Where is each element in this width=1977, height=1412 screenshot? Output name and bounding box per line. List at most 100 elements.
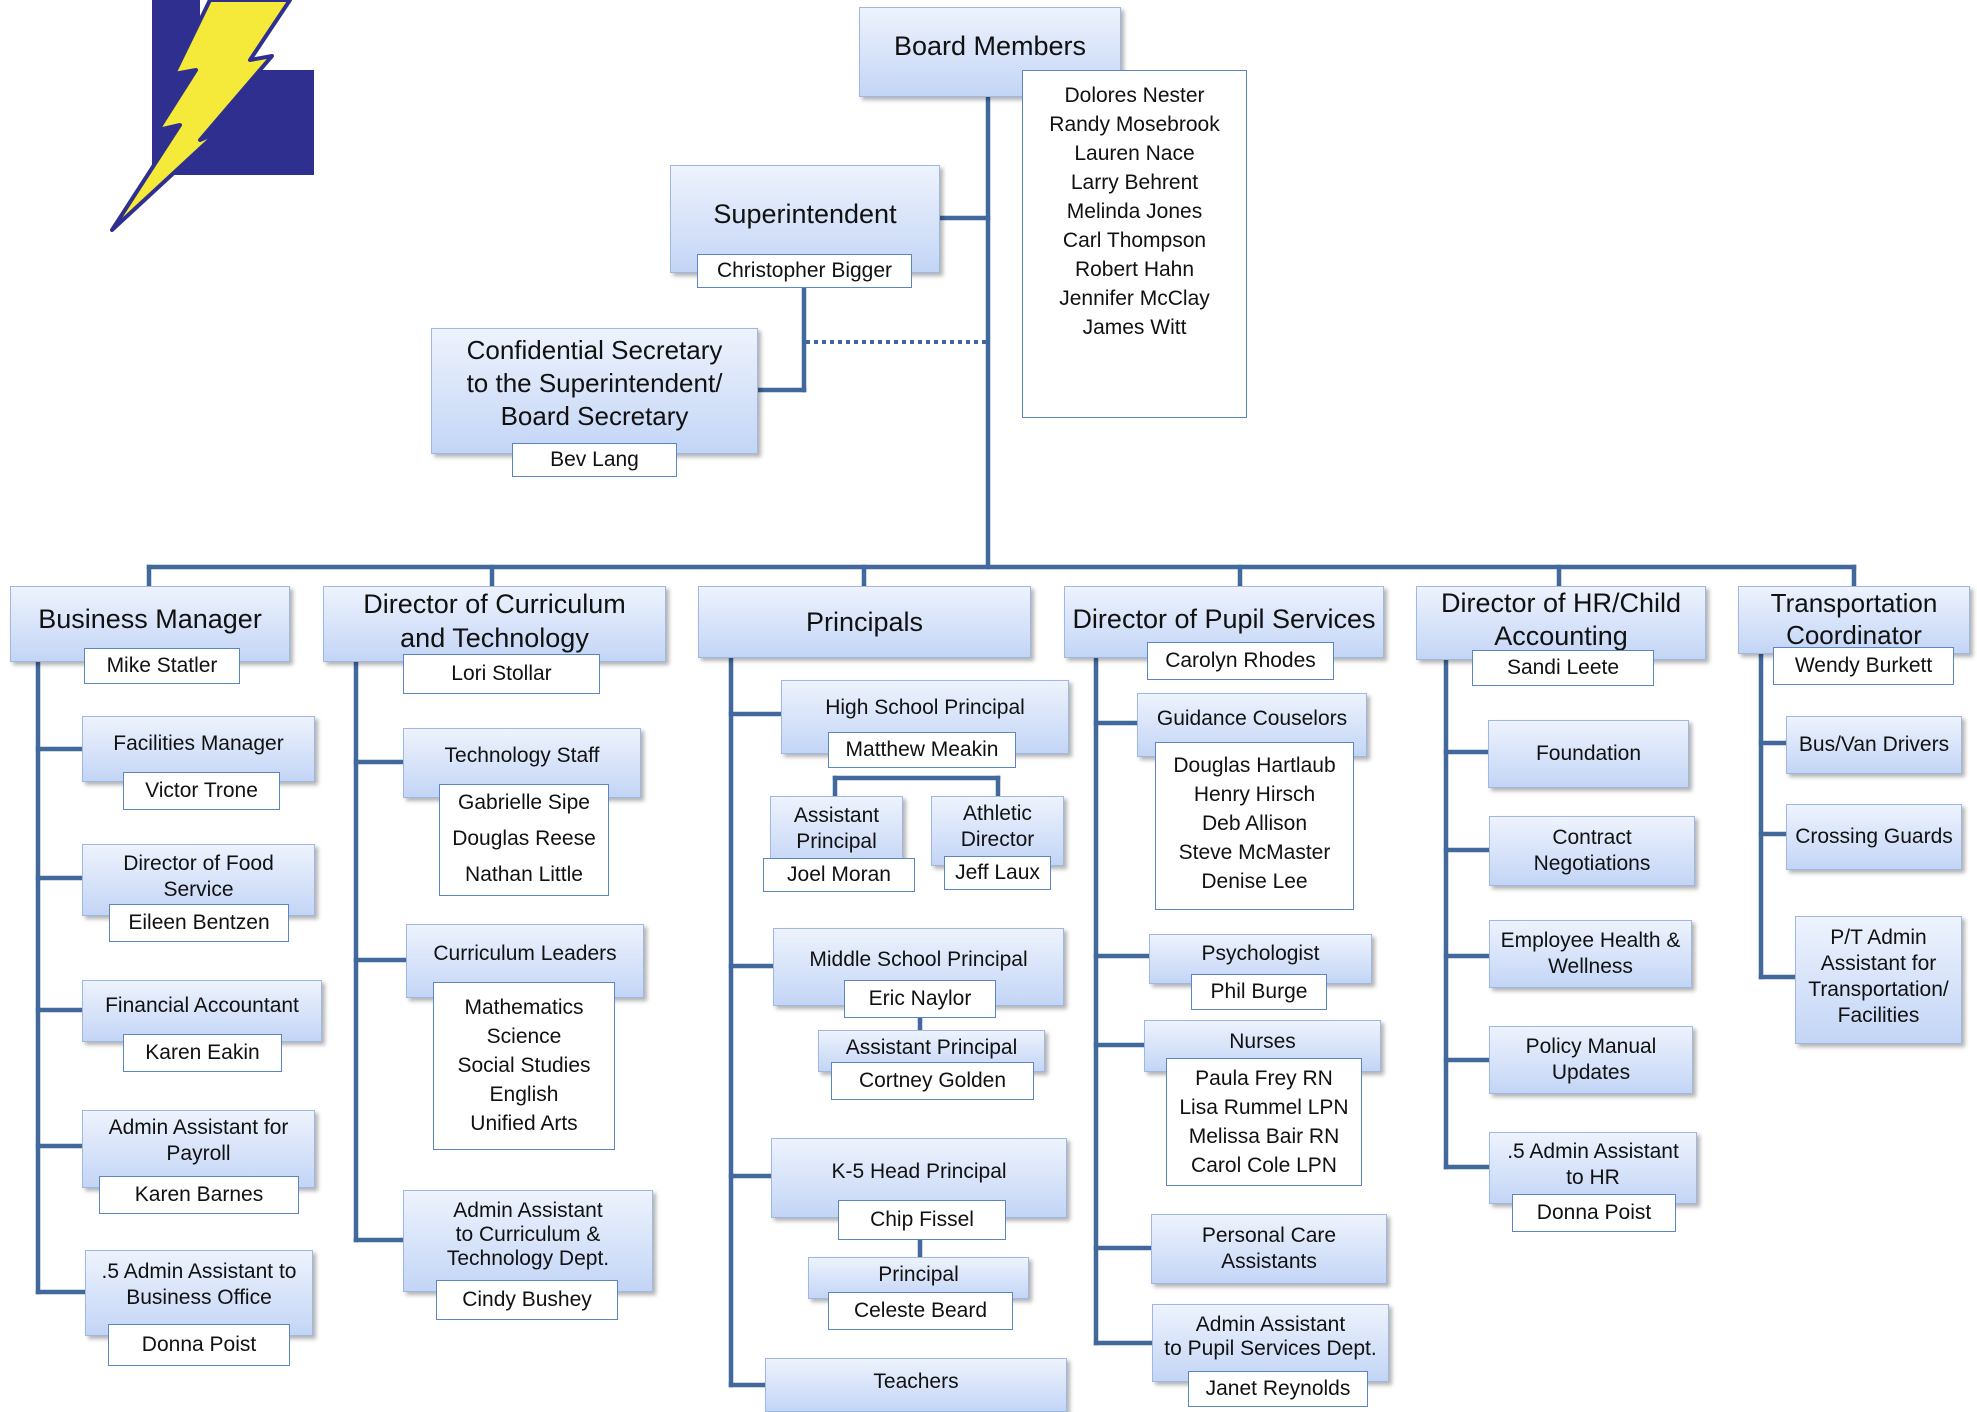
- guidance-counselor: Deb Allison: [1201, 812, 1308, 835]
- curriculum-subject: Mathematics: [464, 996, 584, 1019]
- facilities-manager-box: Facilities Manager: [82, 716, 315, 782]
- technology-staff-member: Douglas Reese: [452, 827, 596, 850]
- guidance-counselor: Douglas Hartlaub: [1173, 754, 1336, 777]
- curriculum-title: Director of Curriculum and Technology: [363, 589, 626, 653]
- food-service-title: Director of Food Service: [123, 852, 274, 901]
- board-member: Randy Mosebrook: [1049, 113, 1220, 136]
- principals-box: Principals: [698, 586, 1031, 658]
- superintendent-title: Superintendent: [713, 199, 897, 229]
- secretary-name: Bev Lang: [512, 443, 677, 477]
- board-member: Dolores Nester: [1064, 84, 1205, 107]
- board-members-list: Dolores Nester Randy Mosebrook Lauren Na…: [1022, 70, 1247, 418]
- transportation-coordinator-name: Wendy Burkett: [1773, 647, 1954, 685]
- hr-title: Director of HR/Child Accounting: [1440, 588, 1682, 651]
- board-member: James Witt: [1082, 316, 1187, 339]
- psychologist-title: Psychologist: [1201, 942, 1320, 965]
- bus-van-drivers-title: Bus/Van Drivers: [1798, 733, 1950, 756]
- curriculum-subject: English: [489, 1083, 559, 1106]
- k5-principal-title: Principal: [878, 1263, 959, 1286]
- curriculum-admin-name: Cindy Bushey: [436, 1280, 618, 1320]
- guidance-counselors-title: Guidance Couselors: [1156, 707, 1348, 730]
- pupil-services-director-name: Carolyn Rhodes: [1147, 642, 1334, 680]
- k5-principal-name: Celeste Beard: [828, 1292, 1013, 1330]
- hr-admin-title: .5 Admin Assistant to HR: [1507, 1140, 1679, 1189]
- technology-staff-member: Gabrielle Sipe: [458, 791, 590, 814]
- hs-assistant-principal-title: Assistant Principal: [793, 804, 880, 853]
- lightning-bolt-icon: [110, 0, 292, 232]
- hr-admin-name: Donna Poist: [1512, 1194, 1676, 1232]
- pupil-admin-box: Admin Assistant to Pupil Services Dept.: [1152, 1304, 1389, 1382]
- curriculum-director-box: Director of Curriculum and Technology: [323, 586, 666, 662]
- contract-negotiations-box: Contract Negotiations: [1489, 816, 1695, 886]
- facilities-manager-title: Facilities Manager: [113, 732, 284, 755]
- hs-assistant-principal-name: Joel Moran: [763, 858, 915, 892]
- psychologist-box: Psychologist: [1149, 934, 1372, 984]
- principals-title: Principals: [805, 607, 924, 637]
- employee-health-box: Employee Health & Wellness: [1489, 920, 1692, 988]
- foundation-title: Foundation: [1535, 742, 1642, 765]
- technology-staff-list: Gabrielle Sipe Douglas Reese Nathan Litt…: [439, 784, 609, 896]
- athletic-director-title: Athletic Director: [960, 802, 1035, 851]
- middle-school-principal-name: Eric Naylor: [844, 980, 996, 1018]
- curriculum-subject: Unified Arts: [470, 1112, 578, 1135]
- hr-director-box: Director of HR/Child Accounting: [1416, 586, 1706, 660]
- board-member: Carl Thompson: [1062, 229, 1207, 252]
- board-member: Jennifer McClay: [1059, 287, 1210, 310]
- middle-school-principal-title: Middle School Principal: [809, 948, 1028, 971]
- nurse: Paula Frey RN: [1195, 1067, 1333, 1090]
- food-service-name: Eileen Bentzen: [109, 904, 289, 942]
- curriculum-subjects-list: Mathematics Science Social Studies Engli…: [433, 982, 615, 1150]
- business-title: Business Manager: [38, 604, 262, 634]
- pupil-admin-title: Admin Assistant to Pupil Services Dept.: [1164, 1313, 1377, 1360]
- board-member: Lauren Nace: [1074, 142, 1195, 165]
- employee-health-title: Employee Health & Wellness: [1500, 929, 1681, 978]
- crossing-guards-title: Crossing Guards: [1795, 825, 1953, 848]
- guidance-counselor: Henry Hirsch: [1193, 783, 1316, 806]
- secretary-box: Confidential Secretary to the Superinten…: [431, 328, 758, 454]
- personal-care-box: Personal Care Assistants: [1151, 1214, 1387, 1284]
- payroll-box: Admin Assistant for Payroll: [82, 1110, 315, 1188]
- guidance-counselor: Steve McMaster: [1178, 841, 1331, 864]
- nurse: Melissa Bair RN: [1188, 1125, 1340, 1148]
- foundation-box: Foundation: [1488, 720, 1689, 788]
- financial-accountant-name: Karen Eakin: [123, 1034, 282, 1072]
- district-logo: [110, 0, 314, 232]
- secretary-title: Confidential Secretary to the Superinten…: [466, 335, 723, 431]
- transportation-title: Transportation Coordinator: [1770, 588, 1938, 650]
- business-office-name: Donna Poist: [108, 1324, 290, 1366]
- athletic-director-name: Jeff Laux: [944, 856, 1051, 890]
- board-member: Melinda Jones: [1066, 200, 1203, 223]
- policy-manual-box: Policy Manual Updates: [1489, 1026, 1693, 1094]
- payroll-title: Admin Assistant for Payroll: [108, 1116, 289, 1165]
- psychologist-name: Phil Burge: [1191, 974, 1327, 1010]
- financial-accountant-title: Financial Accountant: [105, 994, 299, 1017]
- k5-head-principal-title: K-5 Head Principal: [831, 1160, 1007, 1183]
- ms-assistant-principal-name: Cortney Golden: [831, 1062, 1034, 1100]
- curriculum-admin-title: Admin Assistant to Curriculum & Technolo…: [446, 1199, 610, 1270]
- payroll-name: Karen Barnes: [99, 1176, 299, 1214]
- curriculum-admin-box: Admin Assistant to Curriculum & Technolo…: [403, 1190, 653, 1292]
- curriculum-director-name: Lori Stollar: [403, 654, 600, 694]
- business-office-title: .5 Admin Assistant to Business Office: [101, 1260, 297, 1309]
- transportation-coordinator-box: Transportation Coordinator: [1738, 586, 1970, 654]
- curriculum-leaders-title: Curriculum Leaders: [433, 942, 617, 965]
- nurses-title: Nurses: [1229, 1030, 1296, 1053]
- financial-accountant-box: Financial Accountant: [82, 980, 322, 1042]
- superintendent-name: Christopher Bigger: [697, 254, 912, 288]
- board-member: Robert Hahn: [1074, 258, 1195, 281]
- high-school-principal-title: High School Principal: [825, 696, 1025, 719]
- ms-assistant-principal-title: Assistant Principal: [845, 1036, 1018, 1059]
- hs-assistant-principal-box: Assistant Principal: [770, 796, 903, 868]
- pupil-services-title: Director of Pupil Services: [1072, 604, 1376, 634]
- facilities-manager-name: Victor Trone: [123, 772, 280, 810]
- technology-staff-member: Nathan Little: [465, 863, 583, 886]
- nurses-list: Paula Frey RN Lisa Rummel LPN Melissa Ba…: [1166, 1058, 1362, 1186]
- pupil-admin-name: Janet Reynolds: [1188, 1371, 1368, 1407]
- crossing-guards-box: Crossing Guards: [1786, 804, 1962, 870]
- business-office-box: .5 Admin Assistant to Business Office: [85, 1250, 313, 1336]
- teachers-title: Teachers: [873, 1370, 959, 1393]
- curriculum-subject: Science: [486, 1025, 562, 1048]
- high-school-principal-name: Matthew Meakin: [828, 732, 1016, 768]
- curriculum-subject: Social Studies: [457, 1054, 591, 1077]
